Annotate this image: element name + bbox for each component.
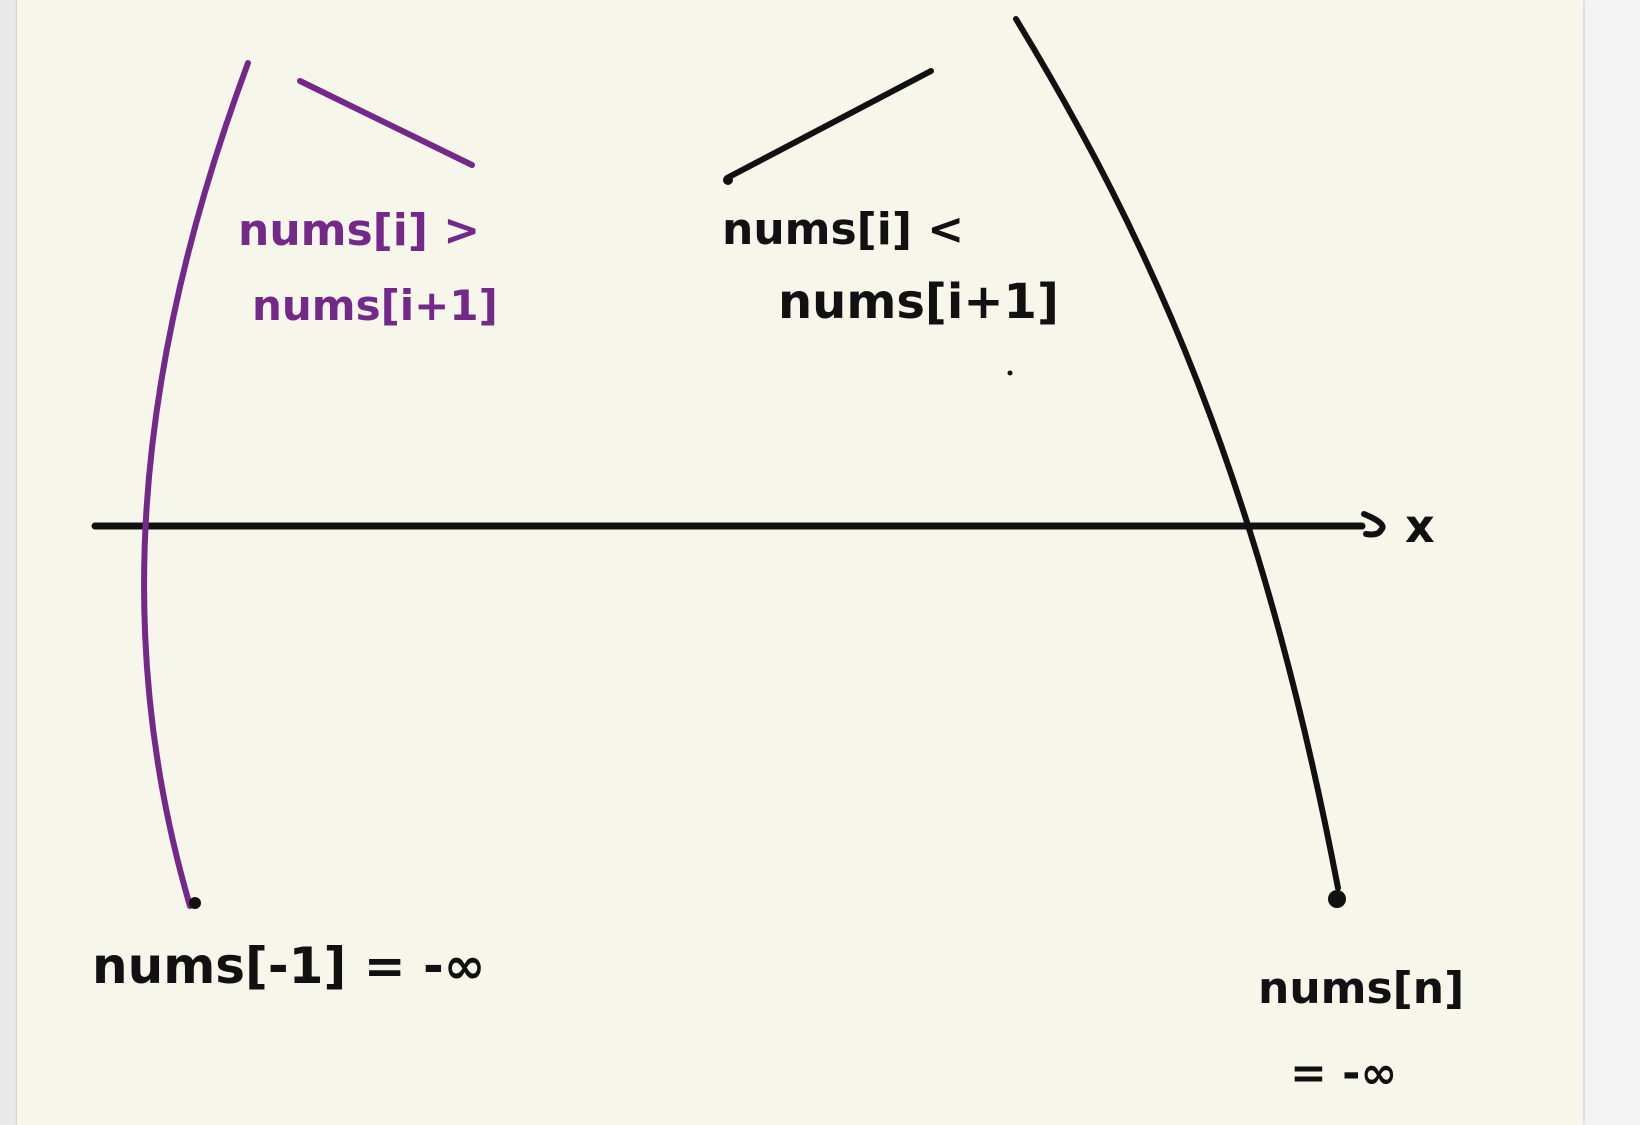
right-condition-label-line1: nums[i] < <box>722 204 964 255</box>
x-axis-arrowhead <box>1361 511 1386 538</box>
increasing-slope-segment <box>724 68 934 181</box>
right-margin-strip <box>1585 0 1640 1125</box>
left-curve-endpoint <box>189 897 201 909</box>
increasing-segment-dot <box>723 175 733 185</box>
right-boundary-label-line2: = -∞ <box>1290 1048 1397 1099</box>
x-axis-label: x <box>1405 499 1435 553</box>
whiteboard-paper <box>17 0 1583 1125</box>
left-condition-label-line2: nums[i+1] <box>252 281 498 330</box>
stray-ink-dot <box>1007 370 1013 376</box>
right-boundary-label-line1: nums[n] <box>1258 963 1464 1014</box>
left-margin-strip <box>0 0 17 1125</box>
right-condition-label-line2: nums[i+1] <box>778 274 1059 330</box>
right-black-curve <box>1013 16 1341 891</box>
right-curve-endpoint <box>1328 890 1346 908</box>
decreasing-slope-segment <box>297 78 475 168</box>
left-condition-label-line1: nums[i] > <box>238 205 480 256</box>
left-purple-curve <box>141 60 251 909</box>
left-boundary-label: nums[-1] = -∞ <box>92 937 485 995</box>
